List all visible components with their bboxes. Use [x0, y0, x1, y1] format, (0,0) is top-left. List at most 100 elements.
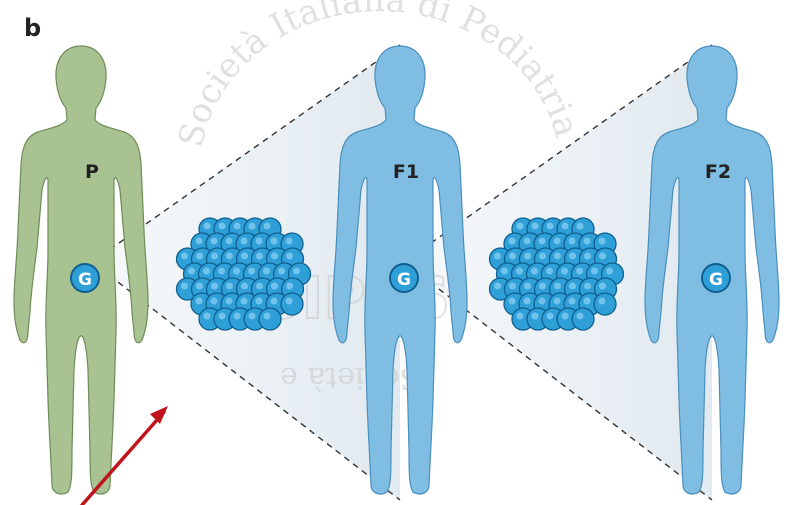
cell-highlight [204, 223, 211, 230]
cell-highlight [263, 268, 270, 275]
cell-highlight [532, 313, 539, 320]
cell-highlight [278, 268, 285, 275]
cell-highlight [256, 238, 263, 245]
cell-highlight [256, 253, 263, 260]
cell-highlight [547, 223, 554, 230]
cell-highlight [501, 268, 508, 275]
cell-highlight [569, 283, 576, 290]
cell-highlight [233, 268, 240, 275]
cell-highlight [509, 253, 516, 260]
cell-highlight [546, 268, 553, 275]
cell-highlight [524, 283, 531, 290]
cell-highlight [271, 238, 278, 245]
cell-highlight [584, 238, 591, 245]
cell-highlight [211, 238, 218, 245]
cell-highlight [569, 298, 576, 305]
cell-highlight [241, 298, 248, 305]
cell-highlight [524, 253, 531, 260]
cell-highlight [539, 253, 546, 260]
cell-highlight [599, 283, 606, 290]
cell-highlight [547, 313, 554, 320]
cell-highlight [576, 268, 583, 275]
cell-highlight [203, 268, 210, 275]
cell-highlight [577, 313, 584, 320]
cell-highlight [271, 298, 278, 305]
cell-highlight [204, 313, 211, 320]
cell-highlight [234, 223, 241, 230]
gamete-f1-label: G [397, 270, 411, 290]
cell-highlight [211, 283, 218, 290]
cell-highlight [539, 238, 546, 245]
cell-highlight [293, 268, 300, 275]
cell-highlight [562, 223, 569, 230]
cell-highlight [211, 253, 218, 260]
cell-highlight [517, 223, 524, 230]
cell-highlight [286, 238, 293, 245]
cell-cluster-icon [490, 218, 624, 330]
cell-highlight [516, 268, 523, 275]
cell-highlight [241, 238, 248, 245]
cell-highlight [249, 313, 256, 320]
cell-highlight [531, 268, 538, 275]
cell-highlight [554, 298, 561, 305]
cell-highlight [569, 253, 576, 260]
figure-f1-label: F1 [393, 161, 419, 183]
cell-highlight [196, 298, 203, 305]
cell-highlight [181, 283, 188, 290]
cell-highlight [509, 298, 516, 305]
cell [259, 308, 281, 330]
cell-highlight [584, 298, 591, 305]
cell-highlight [248, 268, 255, 275]
cell-highlight [211, 298, 218, 305]
cell-highlight [226, 283, 233, 290]
cell-highlight [271, 253, 278, 260]
cell-highlight [494, 283, 501, 290]
cell-highlight [188, 268, 195, 275]
cell-highlight [554, 238, 561, 245]
figure-f2-label: F2 [705, 161, 731, 183]
watermark-lower-text: Società e [280, 360, 420, 395]
cell-highlight [226, 238, 233, 245]
cell-highlight [584, 253, 591, 260]
cell-highlight [554, 253, 561, 260]
cell-highlight [494, 253, 501, 260]
cell-highlight [226, 298, 233, 305]
cell-highlight [241, 283, 248, 290]
cell-highlight [241, 253, 248, 260]
cell-highlight [286, 283, 293, 290]
cell-highlight [524, 238, 531, 245]
gamete-f2-label: G [709, 270, 723, 290]
cell-highlight [584, 283, 591, 290]
cell-highlight [577, 223, 584, 230]
cell-highlight [264, 313, 271, 320]
cell-highlight [599, 298, 606, 305]
cell-highlight [561, 268, 568, 275]
cell-highlight [599, 238, 606, 245]
cell-highlight [286, 298, 293, 305]
cell-highlight [509, 238, 516, 245]
cell-highlight [234, 313, 241, 320]
cell-highlight [249, 223, 256, 230]
cell-highlight [226, 253, 233, 260]
cell-highlight [539, 298, 546, 305]
cell [572, 308, 594, 330]
panel-label: b [24, 14, 41, 42]
cell [281, 293, 303, 315]
cell-cluster-icon [177, 218, 311, 330]
cell-highlight [606, 268, 613, 275]
cell-highlight [196, 238, 203, 245]
cell-highlight [599, 253, 606, 260]
cell-highlight [256, 298, 263, 305]
cell-highlight [524, 298, 531, 305]
cell-highlight [517, 313, 524, 320]
cell-highlight [196, 283, 203, 290]
cell-highlight [286, 253, 293, 260]
cell-highlight [218, 268, 225, 275]
cell-highlight [562, 313, 569, 320]
cell-highlight [219, 223, 226, 230]
cell-highlight [181, 253, 188, 260]
cell-highlight [591, 268, 598, 275]
figure-parent-label: P [85, 161, 99, 183]
cell-highlight [554, 283, 561, 290]
